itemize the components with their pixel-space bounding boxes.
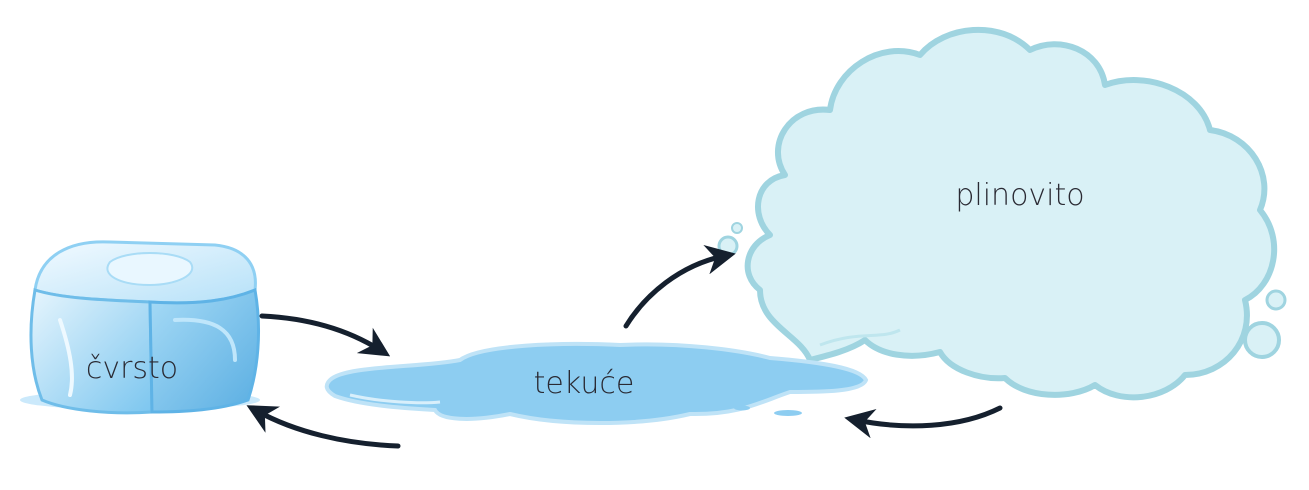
transition-arrows bbox=[246, 244, 1003, 449]
arrow-liquid-to-gas bbox=[623, 244, 736, 329]
liquid-label: tekuće bbox=[534, 366, 635, 401]
solid-label: čvrsto bbox=[86, 351, 178, 386]
arrow-liquid-to-solid bbox=[246, 405, 401, 449]
liquid-state: tekuće bbox=[324, 341, 869, 425]
ice-cube-icon bbox=[20, 240, 261, 415]
solid-state: čvrsto bbox=[20, 240, 261, 415]
gas-state: plinovito bbox=[717, 27, 1287, 401]
water-puddle-icon bbox=[324, 341, 869, 425]
cloud-icon bbox=[717, 27, 1287, 401]
arrow-gas-to-liquid bbox=[844, 405, 1003, 439]
gas-label: plinovito bbox=[955, 178, 1084, 213]
arrow-solid-to-liquid bbox=[259, 313, 391, 357]
